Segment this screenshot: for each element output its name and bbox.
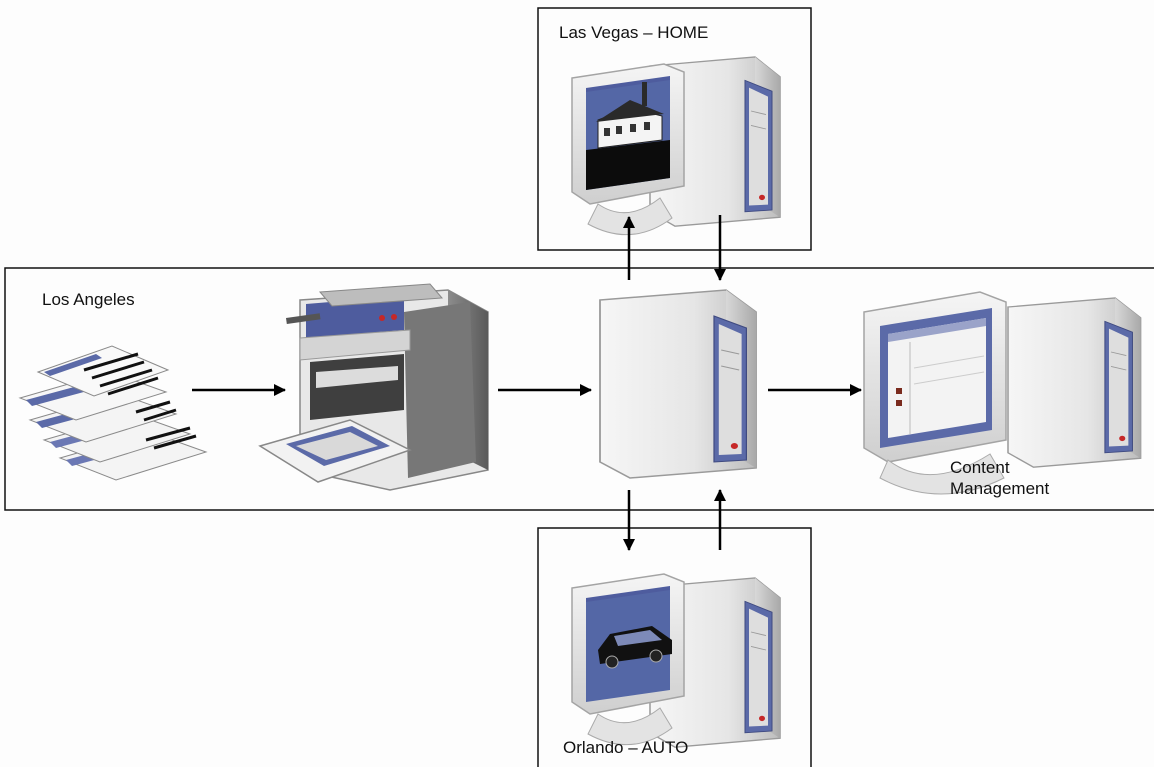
car-image-icon xyxy=(586,590,672,702)
las-vegas-label: Las Vegas – HOME xyxy=(559,23,708,42)
las-vegas-workstation xyxy=(571,56,781,236)
los-angeles-label: Los Angeles xyxy=(42,290,135,309)
las-vegas-box xyxy=(537,7,812,251)
content-management-label-line1: Content xyxy=(950,458,1010,477)
orlando-box xyxy=(537,527,812,767)
los-angeles-band xyxy=(4,267,1154,511)
document-scanner-icon xyxy=(258,283,489,491)
central-server xyxy=(599,289,757,479)
content-management-label-line2: Management xyxy=(950,479,1050,498)
flow-arrows xyxy=(192,215,862,551)
house-image-icon xyxy=(586,80,670,190)
orlando-label: Orlando – AUTO xyxy=(563,738,688,757)
document-stack-icon xyxy=(18,345,208,481)
orlando-workstation xyxy=(571,573,781,748)
content-management-workstation xyxy=(863,291,1142,495)
